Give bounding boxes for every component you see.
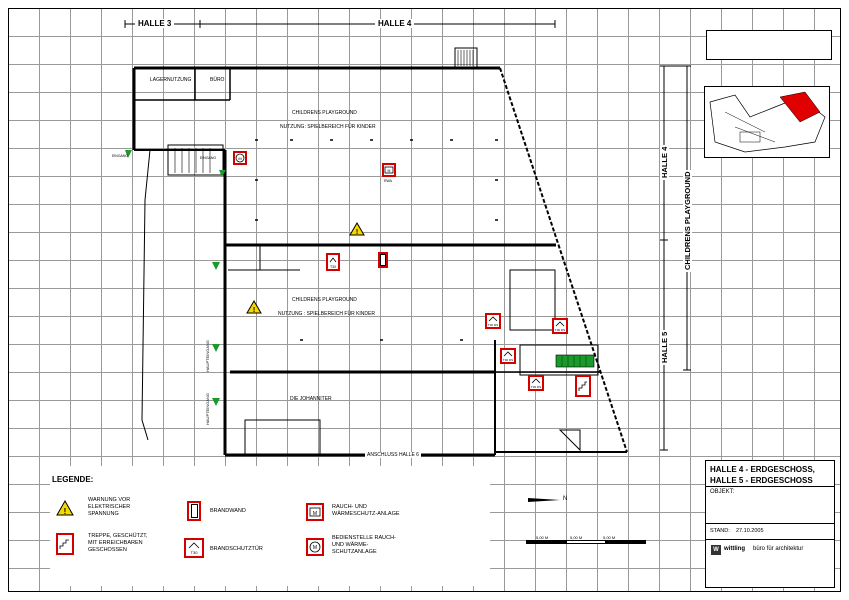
playground-vertical-label: CHILDRENS PLAYGROUND — [683, 169, 692, 272]
electric-warning-icon-1: ! — [349, 222, 365, 236]
room-lagernutzung: LAGERNUTZUNG — [150, 77, 192, 83]
svg-text:T30 RS: T30 RS — [531, 385, 541, 389]
title-divider-3 — [706, 539, 834, 540]
fire-door-icon-2: T30 RS — [485, 313, 501, 329]
label-eingang-1: EINGANG — [112, 154, 129, 158]
legend-rwa-icon: M — [306, 503, 324, 521]
svg-text:T30 RS: T30 RS — [555, 328, 565, 332]
room-johanniter: DIE JOHANNITER — [290, 396, 332, 402]
title-divider-1 — [706, 486, 834, 487]
fire-door-icon-3: T30 RS — [552, 318, 568, 334]
legend-firewall-icon — [187, 501, 201, 521]
scale-label-1: 5,00 M — [536, 535, 549, 540]
legend-fire-door-icon: T30 — [184, 538, 204, 558]
fire-door-icon-4: T30 RS — [500, 348, 516, 364]
legend-rwa-control-icon: M — [306, 538, 324, 556]
scale-label-3: 5,00 M — [603, 535, 616, 540]
firewall-symbol — [380, 254, 386, 266]
label-haupteingang-1: HAUPTEINGANG — [205, 339, 210, 372]
key-plan — [704, 86, 830, 158]
svg-text:M: M — [313, 545, 317, 551]
legend-warning-icon: ! — [56, 500, 74, 516]
fire-door-icon-5: T30 RS — [528, 375, 544, 391]
legend: LEGENDE: ! WARNUNG VOR ELEKTRISCHER SPAN… — [50, 466, 490, 586]
scale-label-2: 5,00 M — [570, 535, 583, 540]
north-label: N — [563, 496, 568, 502]
room-playground-upper: CHILDRENS PLAYGROUND — [292, 110, 357, 116]
legend-brandwand: BRANDWAND — [210, 508, 246, 514]
legend-stair-icon — [56, 533, 74, 555]
objekt-label: OBJEKT: — [710, 489, 735, 495]
svg-text:M: M — [238, 156, 241, 161]
svg-text:!: ! — [253, 307, 255, 314]
svg-text:!: ! — [64, 507, 67, 516]
room-buero: BÜRO — [210, 77, 225, 83]
legend-rauch-anlage: RAUCH- UND WÄRMESCHUTZ-ANLAGE — [332, 504, 400, 517]
title-divider-2 — [706, 523, 834, 524]
rwa-unit-label: RWA — [384, 179, 392, 183]
svg-text:T30: T30 — [191, 550, 199, 555]
fire-door-text-1: T30 — [330, 265, 336, 269]
firewall-icon-1 — [378, 252, 388, 268]
room-playground-lower: CHILDRENS PLAYGROUND — [292, 297, 357, 303]
halle4-label: HALLE 4 — [375, 19, 415, 28]
halle3-label: HALLE 3 — [135, 19, 175, 28]
legend-brandschutztuer: BRANDSCHUTZTÜR — [210, 546, 263, 552]
room-anschluss-halle6: ANSCHLUSS HALLE 6 — [365, 452, 421, 458]
room-nutzung-lower: NUTZUNG : SPIELBEREICH FÜR KINDER — [278, 311, 375, 317]
title-line-2: HALLE 5 - ERDGESCHOSS — [710, 476, 813, 485]
electric-warning-icon-2: ! — [246, 300, 262, 314]
svg-text:!: ! — [356, 229, 358, 236]
title-line-1: HALLE 4 - ERDGESCHOSS, — [710, 465, 815, 474]
scale-segment-2 — [566, 540, 606, 544]
label-eingang-2: EINGANG — [200, 156, 217, 160]
halle5-vertical-label: HALLE 5 — [660, 329, 669, 365]
svg-text:T30 RS: T30 RS — [488, 323, 498, 327]
protected-stair-icon — [575, 375, 591, 397]
legend-treppe: TREPPE, GESCHÜTZT, MIT ERREICHBAREN GESC… — [88, 533, 148, 553]
fire-door-icon-1: T30 — [326, 253, 340, 271]
legend-title: LEGENDE: — [52, 475, 94, 484]
rwa-unit-icon: M — [382, 163, 396, 177]
scale-segment-1 — [526, 540, 566, 544]
label-haupteingang-2: HAUPTEINGANG — [205, 392, 210, 425]
svg-text:T30 RS: T30 RS — [503, 358, 513, 362]
firm-sub: büro für architektur — [753, 546, 804, 552]
firm-logo: W — [711, 545, 721, 555]
legend-warnung: WARNUNG VOR ELEKTRISCHER SPANNUNG — [88, 497, 131, 517]
title-block: HALLE 4 - ERDGESCHOSS, HALLE 5 - ERDGESC… — [705, 460, 835, 588]
halle4-vertical-label: HALLE 4 — [660, 144, 669, 180]
scale-segment-3 — [606, 540, 646, 544]
rwa-control-icon: M — [233, 151, 247, 165]
scale-bar — [526, 540, 646, 548]
svg-text:M: M — [313, 511, 317, 517]
stand-label: STAND: — [710, 528, 730, 534]
svg-text:M: M — [388, 169, 391, 173]
header-blank-box — [706, 30, 832, 60]
key-plan-drawing — [709, 91, 826, 153]
room-nutzung-upper: NUTZUNG: SPIELBEREICH FÜR KINDER — [280, 124, 376, 130]
stand-date: 27.10.2005 — [736, 528, 764, 534]
legend-firewall-symbol — [190, 504, 198, 518]
legend-bedienstelle: BEDIENSTELLE RAUCH- UND WÄRME-SCHUTZANLA… — [332, 535, 396, 555]
firm-name: wittling — [724, 546, 745, 552]
